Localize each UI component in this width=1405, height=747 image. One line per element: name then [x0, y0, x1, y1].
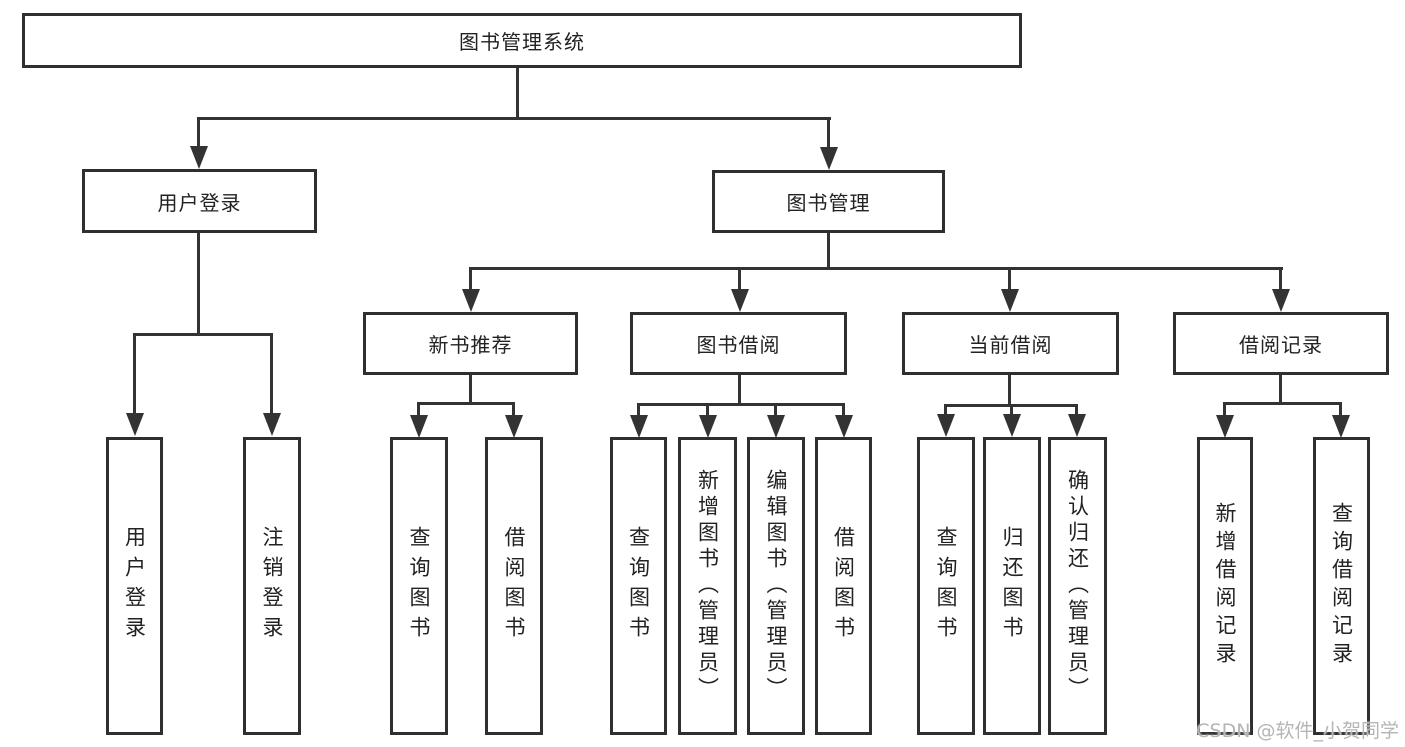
leaf-bb-borrow-books: 借阅图书: [815, 437, 872, 735]
arrow-to-bb-add-icon: [699, 415, 717, 438]
arrow-to-borrow-record-icon: [1272, 289, 1290, 312]
edge-to-cb-return-shaft: [1010, 404, 1013, 416]
leaf-cb-return-books-label: 归还图书: [1000, 526, 1024, 646]
leaf-br-add-record-label: 新增借阅记录: [1213, 502, 1237, 670]
arrow-to-new-book-icon: [462, 289, 480, 312]
leaf-nb-borrow-books-label: 借阅图书: [502, 526, 526, 646]
edge-to-nb-query-shaft: [417, 402, 420, 416]
edge-current-borrow-stem: [1008, 375, 1011, 407]
edge-to-bb-edit-shaft: [774, 403, 777, 416]
leaf-nb-borrow-books: 借阅图书: [485, 437, 543, 735]
node-book-management: 图书管理: [712, 170, 945, 233]
node-new-book-recommend: 新书推荐: [363, 312, 578, 375]
arrow-to-nb-query-icon: [410, 415, 428, 438]
edge-to-br-add-shaft: [1223, 402, 1226, 416]
leaf-logout: 注销登录: [243, 437, 301, 735]
edge-to-book-mgmt-shaft: [827, 117, 830, 148]
edge-new-book-stem: [469, 375, 472, 405]
edge-to-cb-confirm-shaft: [1075, 404, 1078, 416]
node-current-borrow-label: 当前借阅: [968, 333, 1053, 357]
edge-to-bb-query-shaft: [637, 403, 640, 416]
edge-to-book-borrow-shaft: [738, 267, 741, 290]
node-borrow-record-label: 借阅记录: [1239, 333, 1323, 357]
edge-to-bb-borrow-shaft: [842, 403, 845, 416]
edge-to-br-query-shaft: [1339, 402, 1342, 416]
node-borrow-record: 借阅记录: [1173, 312, 1389, 375]
edge-to-new-book-shaft: [469, 267, 472, 290]
arrow-to-br-query-icon: [1332, 415, 1350, 438]
leaf-br-add-record: 新增借阅记录: [1197, 437, 1253, 735]
leaf-cb-query-books: 查询图书: [917, 437, 975, 735]
leaf-bb-add-books-admin: 新增图书（管理员）: [678, 437, 737, 735]
edge-to-leaf-logout-shaft: [270, 333, 273, 414]
arrow-to-book-mgmt-icon: [820, 147, 838, 170]
edge-book-borrow-branch: [637, 403, 845, 406]
node-root: 图书管理系统: [22, 13, 1022, 68]
node-current-borrow: 当前借阅: [902, 312, 1119, 375]
edge-book-mgmt-branch: [469, 267, 1283, 270]
leaf-nb-query-books: 查询图书: [390, 437, 448, 735]
leaf-logout-label: 注销登录: [260, 526, 284, 646]
node-user-login-label: 用户登录: [157, 190, 242, 215]
edge-to-nb-borrow-shaft: [512, 402, 515, 416]
node-root-label: 图书管理系统: [459, 30, 585, 54]
edge-to-user-login-shaft: [197, 117, 200, 147]
edge-user-login-stem: [197, 233, 200, 336]
arrow-to-current-borrow-icon: [1001, 289, 1019, 312]
leaf-cb-return-books: 归还图书: [983, 437, 1041, 735]
node-book-borrow-label: 图书借阅: [696, 333, 781, 357]
edge-to-bb-add-shaft: [706, 403, 709, 416]
edge-to-leaf-login-shaft: [133, 333, 136, 414]
node-new-book-recommend-label: 新书推荐: [428, 333, 513, 357]
leaf-bb-query-books-label: 查询图书: [626, 526, 651, 646]
arrow-to-leaf-login-icon: [126, 413, 144, 436]
edge-root-branch: [197, 117, 831, 120]
arrow-to-user-login-icon: [190, 146, 208, 169]
leaf-br-query-record-label: 查询借阅记录: [1329, 502, 1354, 670]
arrow-to-bb-borrow-icon: [835, 415, 853, 438]
edge-new-book-branch: [417, 402, 515, 405]
edge-borrow-record-branch: [1223, 402, 1341, 405]
csdn-watermark: CSDN @软件_小贺同学: [1196, 720, 1399, 742]
edge-book-mgmt-stem: [827, 233, 830, 270]
edge-book-borrow-stem: [738, 375, 741, 406]
leaf-nb-query-books-label: 查询图书: [407, 526, 431, 646]
arrow-to-book-borrow-icon: [731, 289, 749, 312]
leaf-br-query-record: 查询借阅记录: [1313, 437, 1370, 735]
arrow-to-leaf-logout-icon: [263, 413, 281, 436]
edge-to-borrow-record-shaft: [1279, 267, 1282, 290]
arrow-to-br-add-icon: [1216, 415, 1234, 438]
leaf-bb-borrow-books-label: 借阅图书: [831, 526, 856, 646]
arrow-to-cb-return-icon: [1003, 414, 1021, 437]
arrow-to-bb-edit-icon: [767, 415, 785, 438]
edge-user-login-branch: [133, 333, 273, 336]
arrow-to-bb-query-icon: [630, 415, 648, 438]
leaf-user-login: 用户登录: [106, 437, 163, 735]
leaf-bb-add-books-admin-label: 新增图书（管理员）: [695, 469, 720, 703]
node-book-management-label: 图书管理: [786, 191, 871, 215]
arrow-to-nb-borrow-icon: [505, 415, 523, 438]
leaf-cb-query-books-label: 查询图书: [934, 526, 958, 646]
leaf-cb-confirm-return-admin-label: 确认归还（管理员）: [1065, 469, 1090, 703]
leaf-user-login-label: 用户登录: [122, 526, 147, 646]
node-book-borrow: 图书借阅: [630, 312, 847, 375]
edge-borrow-record-stem: [1279, 375, 1282, 405]
edge-to-cb-query-shaft: [944, 404, 947, 416]
edge-to-current-borrow-shaft: [1008, 267, 1011, 290]
edge-root-stem: [516, 68, 519, 118]
leaf-bb-edit-books-admin: 编辑图书（管理员）: [747, 437, 805, 735]
leaf-cb-confirm-return-admin: 确认归还（管理员）: [1048, 437, 1107, 735]
arrow-to-cb-query-icon: [937, 414, 955, 437]
node-user-login: 用户登录: [82, 169, 317, 233]
leaf-bb-edit-books-admin-label: 编辑图书（管理员）: [764, 469, 788, 703]
leaf-bb-query-books: 查询图书: [610, 437, 667, 735]
arrow-to-cb-confirm-icon: [1068, 414, 1086, 437]
